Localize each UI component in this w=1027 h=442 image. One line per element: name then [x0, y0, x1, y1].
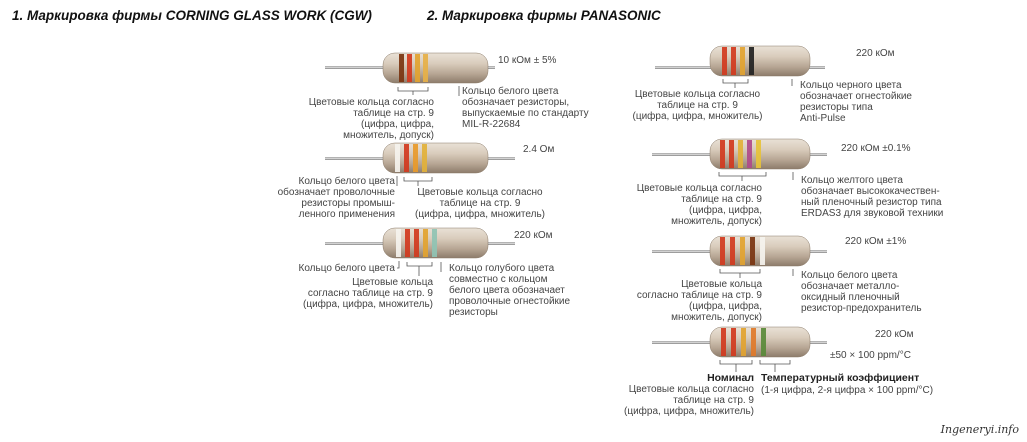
color-band — [395, 144, 400, 172]
heading-cgw: 1. Маркировка фирмы CORNING GLASS WORK (… — [12, 8, 372, 23]
resistor-right-4 — [652, 326, 827, 358]
color-band — [720, 237, 725, 265]
color-band — [760, 237, 765, 265]
value-right-4-tc: ±50 × 100 ppm/°C — [830, 350, 911, 361]
resistor-left-2 — [325, 142, 515, 174]
color-band — [414, 229, 419, 257]
color-band — [423, 229, 428, 257]
note-left-3-white: Кольцо белого цвета — [298, 263, 395, 274]
watermark: Ingeneryi.info — [940, 423, 1019, 436]
color-band — [423, 54, 428, 82]
color-band — [720, 140, 725, 168]
color-band — [404, 144, 409, 172]
value-right-2: 220 кОм ±0.1% — [841, 143, 911, 154]
color-band — [747, 140, 752, 168]
color-band — [761, 328, 766, 356]
value-left-2: 2.4 Ом — [523, 144, 555, 155]
color-band — [722, 47, 727, 75]
resistor-right-3 — [652, 235, 827, 267]
color-band — [432, 229, 437, 257]
color-band — [740, 237, 745, 265]
resistor-right-1 — [655, 45, 825, 77]
value-left-3: 220 кОм — [514, 230, 553, 241]
value-right-3: 220 кОм ±1% — [845, 236, 907, 247]
color-band — [731, 328, 736, 356]
color-band — [730, 237, 735, 265]
color-band — [422, 144, 427, 172]
color-band — [738, 140, 743, 168]
value-left-1: 10 кОм ± 5% — [498, 55, 557, 66]
resistor-left-1 — [325, 52, 495, 84]
resistor-left-3 — [325, 227, 515, 259]
color-band — [399, 54, 404, 82]
value-right-1: 220 кОм — [856, 48, 895, 59]
note-right-4-temp: (1-я цифра, 2-я цифра × 100 ppm/°C) — [761, 385, 934, 396]
color-band — [750, 237, 755, 265]
color-band — [740, 47, 745, 75]
color-band — [396, 229, 401, 257]
color-band — [749, 47, 754, 75]
color-band — [721, 328, 726, 356]
resistor-right-2 — [652, 138, 827, 170]
color-band — [731, 47, 736, 75]
color-band — [413, 144, 418, 172]
label-temp-coefficient: Температурный коэффициент — [761, 372, 920, 384]
color-band — [751, 328, 756, 356]
label-nominal: Номинал — [707, 372, 754, 384]
color-band — [407, 54, 412, 82]
color-band — [415, 54, 420, 82]
heading-panasonic: 2. Маркировка фирмы PANASONIC — [427, 8, 661, 23]
value-right-4: 220 кОм — [875, 329, 914, 340]
color-band — [756, 140, 761, 168]
color-band — [729, 140, 734, 168]
color-band — [405, 229, 410, 257]
color-band — [741, 328, 746, 356]
